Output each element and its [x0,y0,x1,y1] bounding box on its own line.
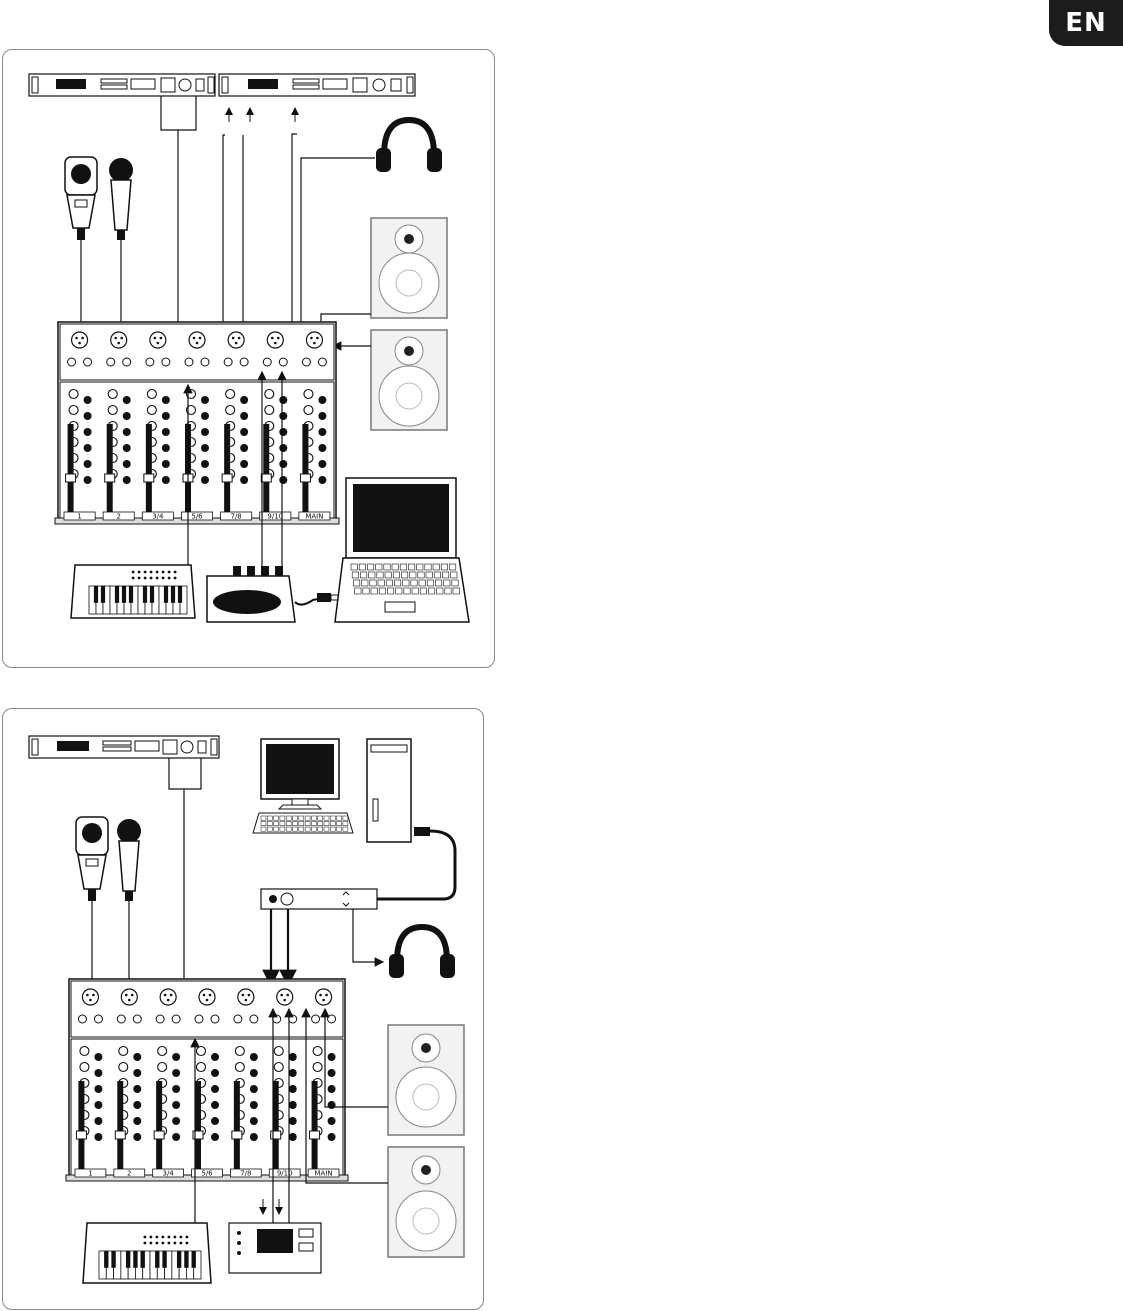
channel-strip-label: 9/10 [267,513,283,521]
diagram-1-svg: 1 2 3/4 5/6 7/8 9/10 MAIN [3,50,494,667]
channel-strip-label: 1 [77,513,81,521]
usb-audio-interface-icon [207,566,295,622]
diagram-1-panel: 1 2 3/4 5/6 7/8 9/10 MAIN [2,49,495,668]
channel-strip-label: 5/6 [201,1170,213,1178]
condenser-microphone-icon [76,817,108,901]
diagram-2-svg: 1 2 3/4 5/6 7/8 9/10 MAIN [3,709,483,1309]
channel-strip-label: 7/8 [231,513,242,521]
channel-strip-label: 7/8 [240,1170,251,1178]
channel-strip-label: MAIN [315,1170,333,1178]
monitor-speaker-1-icon [371,218,447,318]
desktop-monitor-icon [253,739,353,833]
channel-strip-label: 1 [88,1170,92,1178]
language-badge: EN [1049,0,1123,46]
monitor-speaker-1-icon [388,1025,464,1135]
recorder-unit-icon [229,1223,321,1273]
midi-keyboard-icon [71,565,195,618]
laptop-computer-icon [335,478,469,622]
condenser-microphone-icon [65,157,97,240]
headphones-icon [389,927,455,978]
monitor-speaker-2-icon [388,1147,464,1257]
channel-strip-label: 9/10 [277,1170,293,1178]
rack-effects-unit-1 [29,74,215,96]
midi-keyboard-icon [83,1223,211,1283]
mixer-console: 1 2 3/4 5/6 7/8 9/10 MAIN [55,322,339,524]
channel-strip-label: 5/6 [191,513,203,521]
rack-effects-unit [29,736,219,758]
footswitch-cable [161,96,196,130]
channel-strip-label: 3/4 [163,1170,175,1178]
channel-strip-label: 2 [127,1170,131,1178]
monitor-speaker-2-icon [371,330,447,430]
dynamic-microphone-icon [117,819,141,901]
channel-strip-label: MAIN [305,513,323,521]
channel-strip-label: 3/4 [152,513,164,521]
dynamic-microphone-icon [109,158,133,240]
rack-effects-unit-2 [219,74,415,96]
desktop-tower-icon [367,739,411,842]
channel-strip-label: 2 [116,513,120,521]
usb-headphone-amp-icon [261,889,377,909]
diagram-2-panel: 1 2 3/4 5/6 7/8 9/10 MAIN [2,708,484,1310]
headphones-icon [376,120,442,172]
